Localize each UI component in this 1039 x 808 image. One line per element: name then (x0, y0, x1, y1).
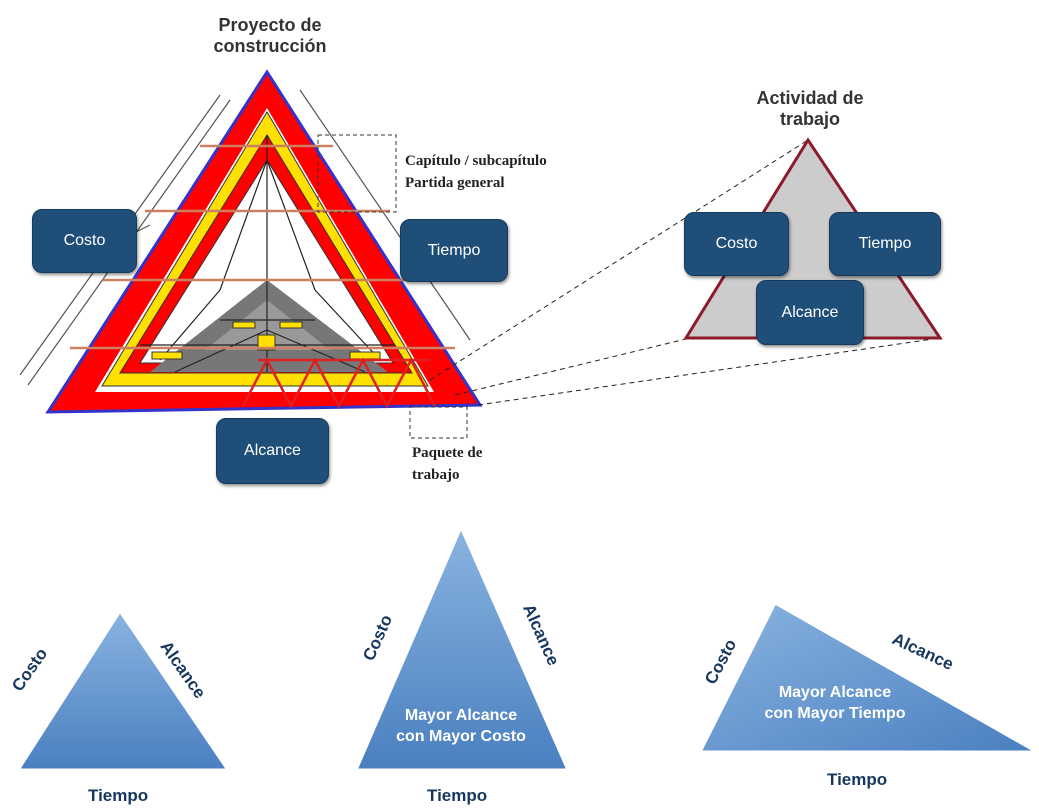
activity-cost-box: Costo (684, 212, 789, 276)
tri3-base-label: Tiempo (827, 770, 888, 789)
tri2-base-label: Tiempo (427, 786, 488, 805)
yellow-block-top (232, 321, 256, 329)
construction-triangle (45, 69, 483, 414)
package-label-1: Paquete de (412, 445, 483, 461)
chapter-callout (317, 134, 397, 213)
project-scope-box: Alcance (216, 418, 329, 484)
package-callout (409, 406, 468, 439)
level-lines (70, 144, 455, 350)
tri3-inner-label: Mayor Alcance con Mayor Tiempo (764, 684, 906, 722)
yellow-block-right (349, 351, 381, 360)
yellow-block-top-right (279, 321, 303, 329)
sketch-lines (140, 135, 395, 373)
bottom-triangle-1 (15, 608, 231, 772)
project-cost-box: Costo (32, 209, 137, 273)
tri1-base-label: Tiempo (88, 786, 149, 805)
yellow-block-center (257, 334, 276, 351)
item-label: Partida general (405, 175, 505, 191)
chapter-label: Capítulo / subcapítulo (405, 153, 547, 169)
work-package-zigzag (241, 357, 437, 409)
bottom-triangle-2 (353, 523, 571, 772)
bottom-triangle-3 (697, 600, 1039, 754)
chapter-note: Capítulo / subcapítulo Partida general (405, 150, 547, 194)
project-time-box: Tiempo (400, 219, 508, 282)
tri2-inner-label: Mayor Alcance con Mayor Costo (396, 707, 526, 745)
project-title: Proyecto de construcción (213, 15, 327, 56)
activity-time-box: Tiempo (829, 212, 941, 276)
package-note: Paquete de trabajo (412, 442, 482, 486)
package-label-2: trabajo (412, 467, 460, 483)
projection-lines (429, 139, 941, 406)
activity-scope-box: Alcance (756, 280, 864, 345)
yellow-block-left (151, 351, 183, 360)
activity-title: Actividad de trabajo (756, 88, 864, 129)
